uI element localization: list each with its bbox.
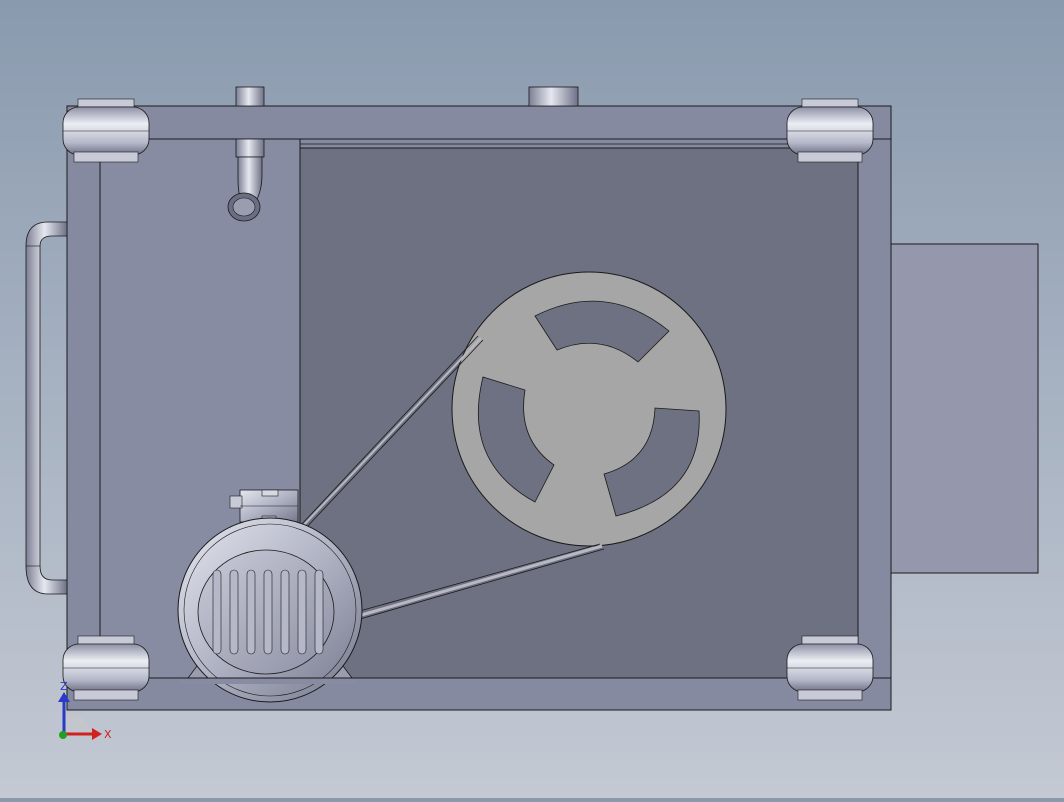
drain-pipe <box>227 138 265 222</box>
pulley-window-right <box>603 407 700 517</box>
pulley-window-left <box>477 376 555 503</box>
top-port-left <box>235 86 265 107</box>
caster-top-left <box>62 98 150 163</box>
drive-belt <box>299 335 605 620</box>
caster-bottom-right <box>786 635 874 701</box>
y-axis-origin <box>59 731 67 739</box>
z-axis-label: Z <box>60 680 68 693</box>
caster-bottom-left <box>62 635 150 701</box>
driven-pulley <box>451 271 727 547</box>
handle[interactable] <box>25 221 68 595</box>
pulley-window-top <box>534 300 670 363</box>
caster-top-right <box>786 98 874 163</box>
motor <box>177 489 363 703</box>
top-port-right <box>528 86 579 107</box>
x-axis-label: X <box>104 728 112 741</box>
cooling-slots <box>212 569 324 655</box>
side-box <box>890 243 1039 574</box>
coordinate-triad[interactable]: Z X <box>58 680 112 741</box>
